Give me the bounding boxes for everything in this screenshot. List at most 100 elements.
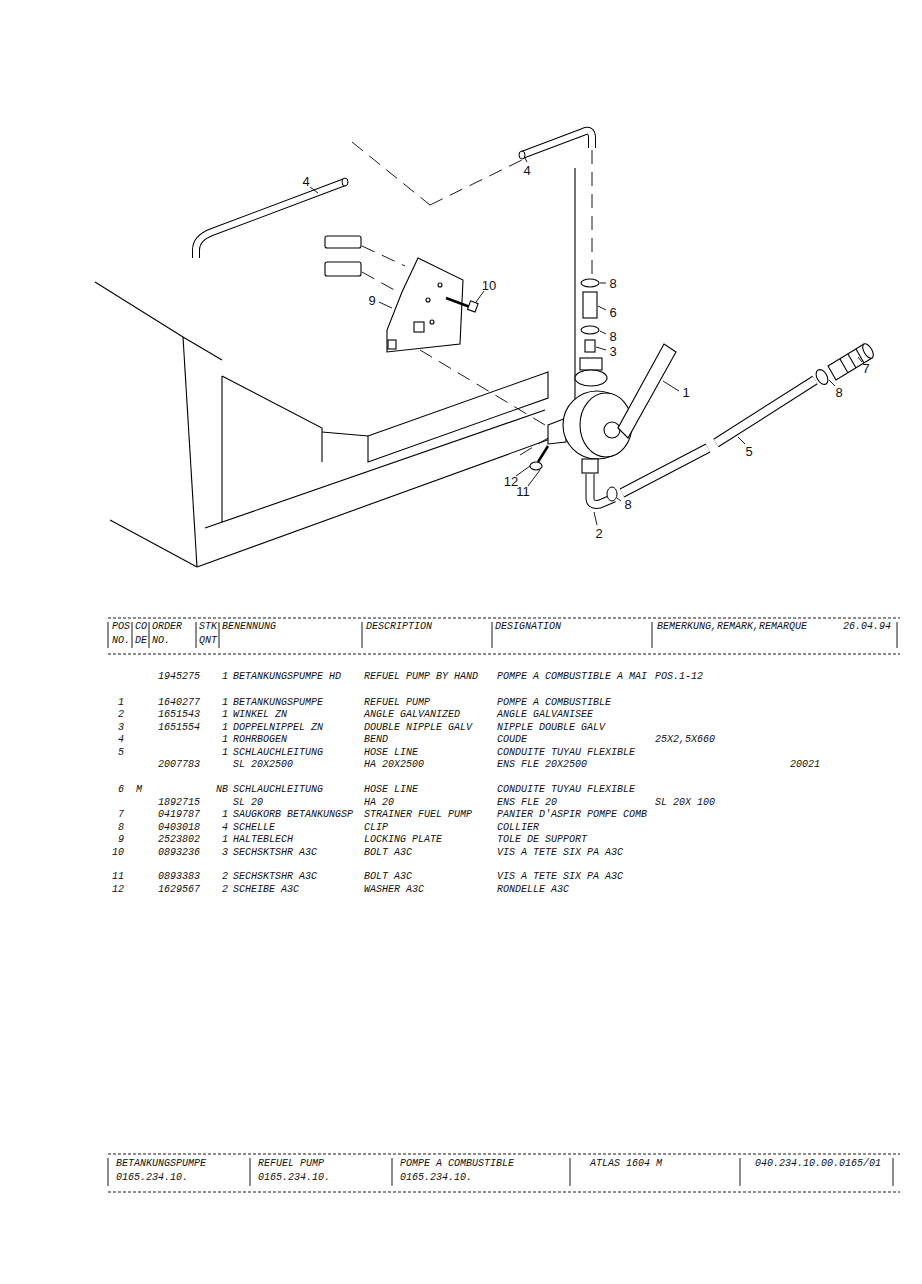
table-cell: ROHRBOGEN	[233, 735, 287, 745]
table-rules	[108, 618, 900, 1192]
table-cell: SL 20	[233, 798, 263, 808]
table-column-bars	[108, 622, 897, 1186]
dashed-assembly-lines	[352, 142, 592, 455]
table-header: 26.04.94	[843, 622, 891, 632]
table-cell: ANGLE GALVANISEE	[497, 710, 593, 720]
table-cell: 2	[222, 872, 228, 882]
table-cell: SECHSKTSHR A3C	[233, 848, 317, 858]
hand-pump	[548, 344, 676, 473]
table-cell: 0893383	[158, 872, 200, 882]
table-cell: LOCKING PLATE	[364, 835, 442, 845]
table-header: NO.	[152, 636, 170, 646]
table-cell: 1640277	[158, 698, 200, 708]
table-header: DESCRIPTION	[366, 622, 432, 632]
table-cell: 2	[118, 710, 124, 720]
footer-cell: BETANKUNGSPUMPE	[116, 1159, 206, 1169]
table-cell: 1	[222, 810, 228, 820]
table-cell: HOSE LINE	[364, 785, 418, 795]
bolt-washer	[530, 446, 548, 470]
callout-number: 11	[516, 485, 530, 498]
table-cell: POS.1-12	[655, 672, 703, 682]
callout-number: 8	[609, 330, 616, 343]
table-cell: 3	[222, 848, 228, 858]
table-cell: 5	[118, 748, 124, 758]
callout-number: 10	[482, 279, 496, 292]
footer-cell: 0165.234.10.	[116, 1173, 188, 1183]
callout-number: 4	[523, 164, 530, 177]
callout-number: 9	[368, 294, 375, 307]
callout-number: 8	[609, 277, 616, 290]
hose-line	[622, 380, 815, 493]
table-header: BEMERKUNG,REMARK,REMARQUE	[657, 622, 807, 632]
table-cell: M	[136, 785, 142, 795]
callout-number: 5	[745, 445, 752, 458]
table-cell: 1651543	[158, 710, 200, 720]
table-header: CO	[135, 622, 147, 632]
callout-number: 2	[595, 527, 602, 540]
table-cell: 1	[222, 698, 228, 708]
table-header: STK	[199, 622, 217, 632]
table-cell: NB	[216, 785, 228, 795]
table-cell: SECHSKTSHR A3C	[233, 872, 317, 882]
table-cell: POMPE A COMBUSTIBLE A MAI	[497, 672, 647, 682]
table-cell: 10	[112, 848, 124, 858]
table-cell: BETANKUNGSPUMPE	[233, 698, 323, 708]
callout-number: 12	[504, 475, 518, 488]
table-cell: RONDELLE A3C	[497, 885, 569, 895]
table-cell: 1	[222, 748, 228, 758]
table-cell: VIS A TETE SIX PA A3C	[497, 872, 623, 882]
callout-number: 6	[609, 306, 616, 319]
footer-cell: POMPE A COMBUSTIBLE	[400, 1159, 514, 1169]
table-header: NO.	[112, 636, 130, 646]
table-cell: 1	[222, 723, 228, 733]
table-cell: 11	[112, 872, 124, 882]
bolt	[446, 298, 478, 312]
table-cell: SCHELLE	[233, 823, 275, 833]
footer-cell: 0165.234.10.	[258, 1173, 330, 1183]
table-cell: SL 20X 100	[655, 798, 715, 808]
table-cell: BEND	[364, 735, 388, 745]
table-cell: 1945275	[158, 672, 200, 682]
table-header: POS	[112, 622, 130, 632]
table-cell: WASHER A3C	[364, 885, 424, 895]
locking-plate	[387, 258, 463, 352]
table-cell: HOSE LINE	[364, 748, 418, 758]
table-cell: NIPPLE DOUBLE GALV	[497, 723, 605, 733]
callout-number: 8	[835, 386, 842, 399]
table-cell: 1	[222, 710, 228, 720]
table-cell: 0893236	[158, 848, 200, 858]
table-cell: 6	[118, 785, 124, 795]
table-cell: 0403018	[158, 823, 200, 833]
table-cell: BOLT A3C	[364, 872, 412, 882]
table-cell: 9	[118, 835, 124, 845]
table-cell: 7	[118, 810, 124, 820]
bend-pipe	[196, 131, 592, 258]
footer-cell: ATLAS 1604 M	[590, 1159, 662, 1169]
table-cell: 0419787	[158, 810, 200, 820]
table-cell: 1651554	[158, 723, 200, 733]
table-cell: BOLT A3C	[364, 848, 412, 858]
table-cell: 4	[222, 823, 228, 833]
table-cell: 1	[222, 672, 228, 682]
angle-fitting	[590, 474, 617, 504]
table-cell: TOLE DE SUPPORT	[497, 835, 587, 845]
table-cell: CONDUITE TUYAU FLEXIBLE	[497, 785, 635, 795]
table-cell: 2007783	[158, 760, 200, 770]
table-cell: ENS FLE 20X2500	[497, 760, 587, 770]
table-cell: SL 20X2500	[233, 760, 293, 770]
callout-number: 8	[624, 498, 631, 511]
table-cell: 3	[118, 723, 124, 733]
table-header: DE	[135, 636, 147, 646]
table-cell: WINKEL ZN	[233, 710, 287, 720]
table-cell: VIS A TETE SIX PA A3C	[497, 848, 623, 858]
callout-number: 7	[862, 362, 869, 375]
table-cell: 8	[118, 823, 124, 833]
table-cell: SCHLAUCHLEITUNG	[233, 748, 323, 758]
table-cell: COUDE	[497, 735, 527, 745]
strainer	[814, 342, 876, 386]
leader-lines	[310, 158, 862, 525]
mounting-blocks	[325, 236, 361, 276]
table-cell: STRAINER FUEL PUMP	[364, 810, 472, 820]
footer-cell: 0165.234.10.	[400, 1173, 472, 1183]
footer-cell: REFUEL PUMP	[258, 1159, 324, 1169]
